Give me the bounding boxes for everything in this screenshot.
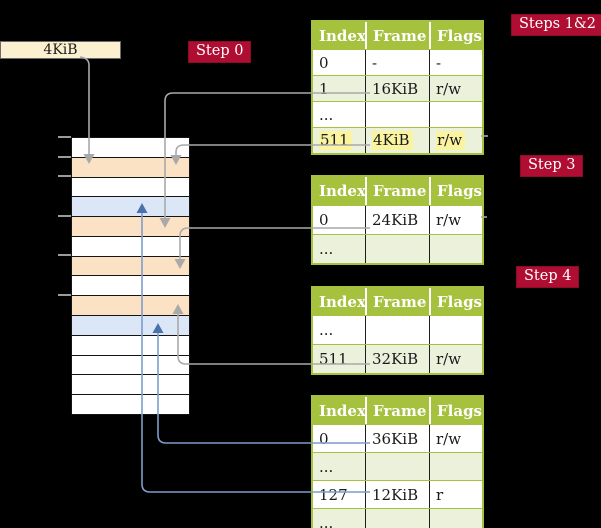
table-cell — [365, 102, 429, 127]
memory-frame-row-0 — [72, 138, 189, 157]
table-header-cell: Index — [319, 182, 366, 200]
memory-frame-row-2 — [72, 176, 189, 197]
table-header-cell: Frame — [365, 177, 429, 205]
table-cell — [429, 509, 482, 528]
table-header-cell: Flags — [429, 397, 482, 424]
table-cell — [365, 235, 429, 263]
table-row: 511 4KiB r/w — [313, 127, 482, 153]
table-cell — [365, 453, 429, 480]
table-cell: 127 — [319, 485, 348, 504]
badge-step-0: Step 0 — [188, 41, 252, 63]
memory-frame-row-8 — [72, 295, 189, 316]
table-cell: r/w — [429, 206, 482, 234]
table-header-cell: Frame — [365, 288, 429, 315]
memory-tick — [58, 214, 71, 217]
badge-step-4: Step 4 — [516, 266, 580, 288]
table-cell: ... — [319, 240, 334, 258]
table-cell: 32KiB — [365, 345, 429, 373]
memory-frame-row-11 — [72, 354, 189, 375]
table-cell: 0 — [319, 211, 329, 229]
table-cell: 0 — [319, 53, 329, 72]
table-row: ... — [313, 315, 482, 344]
table-cell: 36KiB — [365, 425, 429, 452]
table-cell — [429, 453, 482, 480]
memory-frame-row-1 — [72, 156, 189, 177]
table-cell — [429, 235, 482, 263]
memory-tick — [58, 175, 71, 178]
memory-frame-row-7 — [72, 275, 189, 296]
table-cell: 4KiB — [365, 128, 429, 153]
table-header-cell: Flags — [429, 177, 482, 205]
memory-tick — [58, 136, 71, 138]
table-cell: r/w — [429, 425, 482, 452]
table-row: ... — [313, 452, 482, 480]
table-cell: - — [429, 50, 482, 75]
memory-tick — [58, 254, 71, 257]
memory-frame-row-12 — [72, 374, 189, 395]
memory-tick — [58, 293, 71, 296]
table-cell — [429, 316, 482, 344]
memory-tick — [58, 155, 71, 158]
badge-step-3: Step 3 — [520, 155, 584, 177]
memory-frame-row-5 — [72, 235, 189, 256]
highlighted-value: 511 — [319, 131, 352, 150]
table-cell — [365, 316, 429, 344]
memory-frame-row-4 — [72, 216, 189, 236]
table-row: ... — [313, 508, 482, 528]
table-row: ... — [313, 101, 482, 127]
table-cell: 16KiB — [365, 76, 429, 101]
table-cell: 511 — [313, 128, 365, 153]
table-cell: ... — [319, 513, 334, 528]
badge-steps-1-2: Steps 1&2 — [511, 14, 601, 36]
table-cell: r/w — [429, 128, 482, 153]
table-header-cell: Flags — [429, 288, 482, 315]
table-cell: 511 — [319, 350, 348, 368]
highlighted-value: 4KiB — [372, 131, 413, 150]
memory-frame-row-10 — [72, 334, 189, 355]
memory-frame-row-3 — [72, 196, 189, 217]
table-header-cell: Index — [319, 401, 366, 420]
table-cell: 0 — [319, 429, 329, 448]
table-cell: r — [429, 481, 482, 508]
physical-memory-column — [71, 137, 190, 415]
table-cell: 1 — [319, 79, 329, 98]
table-cell: r/w — [429, 76, 482, 101]
memory-frame-row-6 — [72, 255, 189, 276]
table-row: 0 -- — [313, 49, 482, 75]
table-header-cell: Frame — [365, 397, 429, 424]
table-cell: 12KiB — [365, 481, 429, 508]
table-cell — [429, 102, 482, 127]
table-header-cell: Frame — [365, 22, 429, 49]
table-cell: ... — [319, 321, 334, 339]
table-cell — [365, 509, 429, 528]
memory-frame-row-9 — [72, 315, 189, 335]
table-cell: ... — [319, 105, 334, 124]
table-header-cell: Index — [319, 292, 366, 311]
table-cell: ... — [319, 457, 334, 476]
page-table-base-box: 4KiB — [0, 41, 121, 59]
highlighted-value: r/w — [436, 131, 466, 150]
table-header-cell: Index — [319, 26, 366, 45]
table-cell: 24KiB — [365, 206, 429, 234]
table-cell: r/w — [429, 345, 482, 373]
table-header-cell: Flags — [429, 22, 482, 49]
table-cell: - — [365, 50, 429, 75]
memory-frame-row-13 — [72, 394, 189, 414]
table-row: ... — [313, 234, 482, 263]
